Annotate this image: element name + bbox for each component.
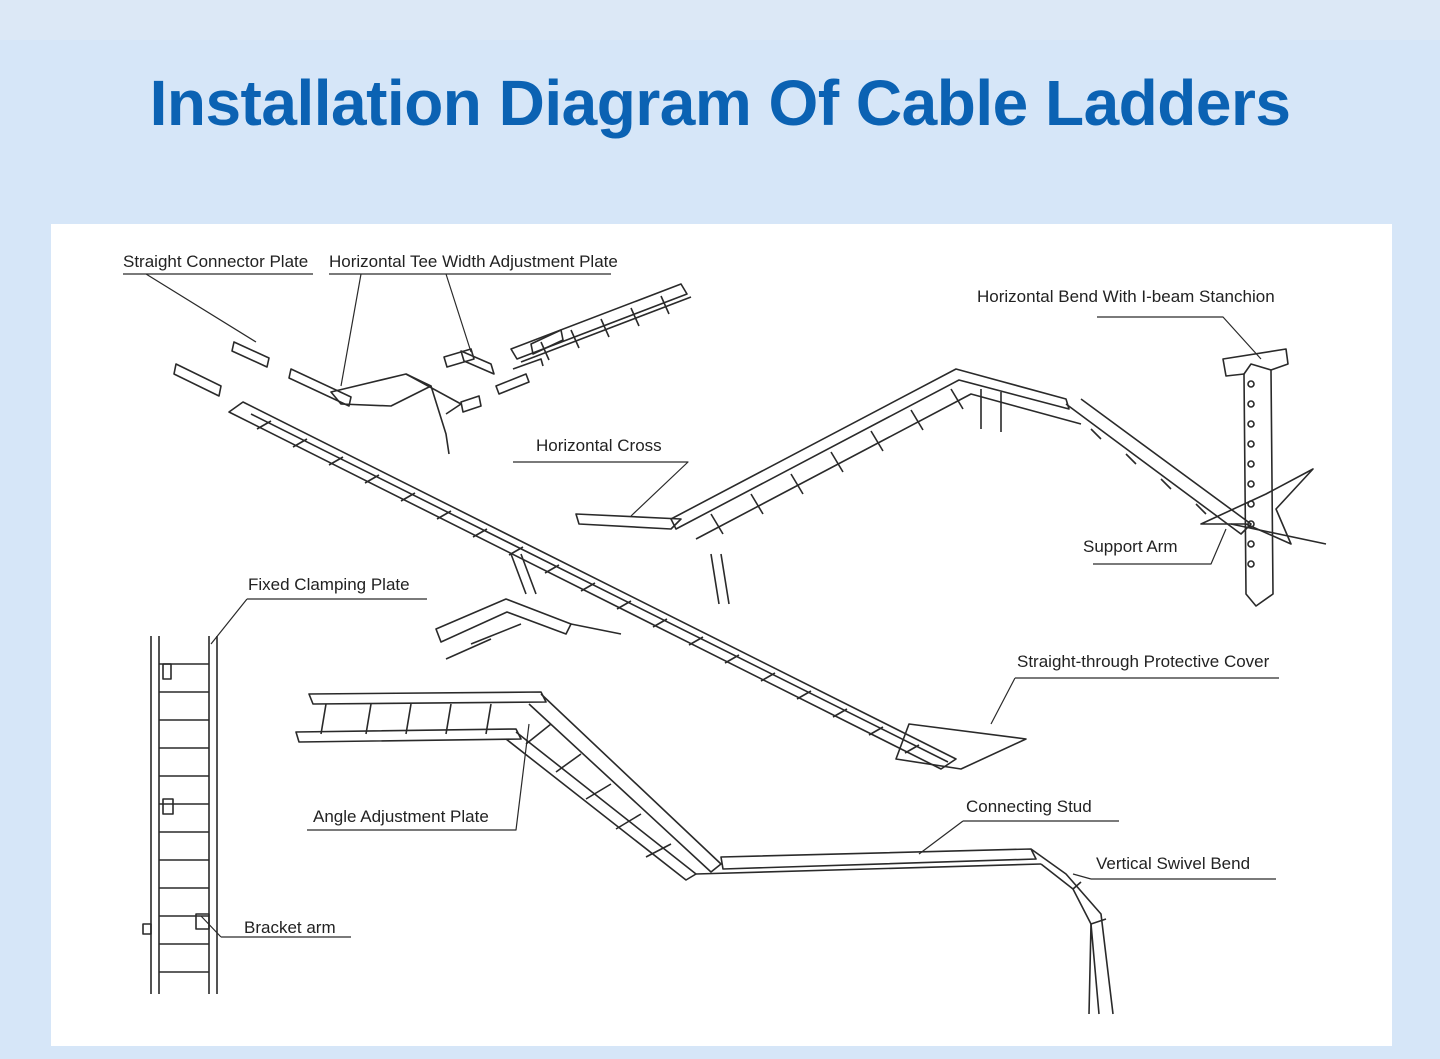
connector-plates bbox=[173, 329, 564, 413]
label-horizontal-cross: Horizontal Cross bbox=[536, 436, 662, 455]
label-bracket-arm: Bracket arm bbox=[244, 918, 336, 937]
top-band bbox=[0, 0, 1440, 40]
label-straight-connector-plate: Straight Connector Plate bbox=[123, 252, 308, 271]
label-straight-through-protective-cover: Straight-through Protective Cover bbox=[1017, 652, 1270, 671]
label-horizontal-bend-with-ibeam-stanchion: Horizontal Bend With I-beam Stanchion bbox=[977, 287, 1275, 306]
label-angle-adjustment-plate: Angle Adjustment Plate bbox=[313, 807, 489, 826]
label-support-arm: Support Arm bbox=[1083, 537, 1178, 556]
lower-angle-section bbox=[295, 691, 1114, 1015]
leader-lines bbox=[123, 273, 1279, 938]
upper-straight-section bbox=[510, 283, 692, 370]
right-upper-run bbox=[670, 368, 1327, 545]
diagram-panel: Straight Connector Plate Horizontal Tee … bbox=[51, 224, 1392, 1046]
page-title: Installation Diagram Of Cable Ladders bbox=[149, 67, 1291, 139]
label-vertical-swivel-bend: Vertical Swivel Bend bbox=[1096, 854, 1250, 873]
label-connecting-stud: Connecting Stud bbox=[966, 797, 1092, 816]
ibeam-stanchion bbox=[1200, 348, 1314, 607]
horizontal-tee bbox=[330, 373, 462, 455]
cable-ladder-diagram: Straight Connector Plate Horizontal Tee … bbox=[123, 252, 1327, 1015]
vertical-ladder bbox=[142, 636, 218, 994]
main-diagonal-ladder bbox=[228, 401, 1027, 770]
horizontal-cross bbox=[435, 513, 730, 660]
label-horizontal-tee-width-adjustment-plate: Horizontal Tee Width Adjustment Plate bbox=[329, 252, 618, 271]
label-fixed-clamping-plate: Fixed Clamping Plate bbox=[248, 575, 410, 594]
